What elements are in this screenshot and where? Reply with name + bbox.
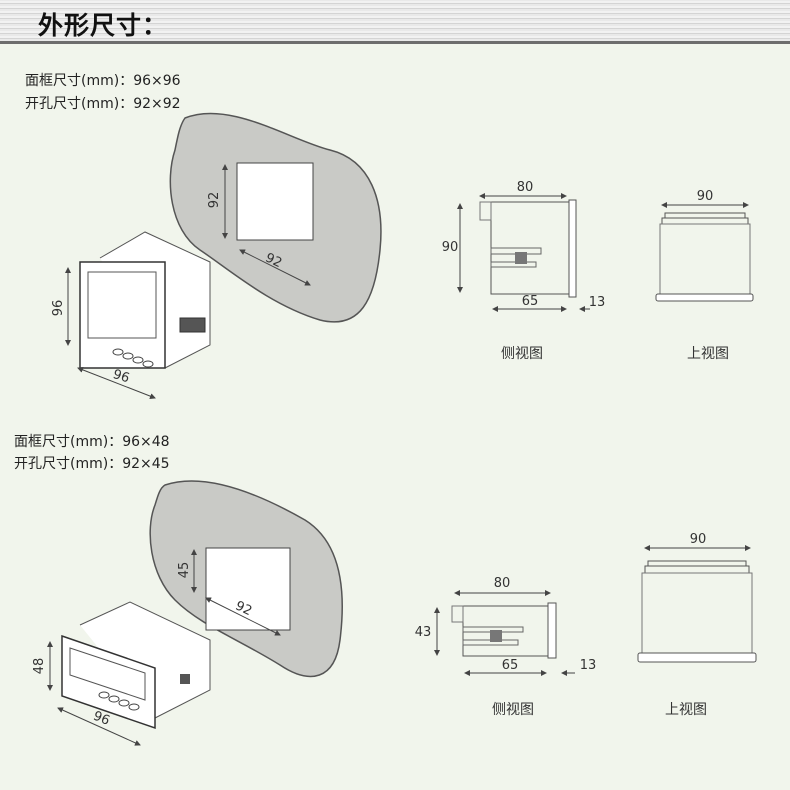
frame-size-spec-1: 面框尺寸(mm)：96×96 [25,73,181,89]
side-height-label-2: 43 [415,625,432,640]
side-front-label-1: 13 [589,295,606,310]
cutout-width-label-2: 92 [233,599,254,620]
meter-front-drawing-2: 48 96 [32,601,211,746]
front-height-label-2: 48 [32,658,47,675]
side-length-label-2: 80 [494,576,511,591]
top-view-drawing-1: 90 上视图 [655,189,754,362]
front-width-label-1: 96 [111,367,131,386]
top-view-caption-1: 上视图 [687,346,729,362]
cutout-size-spec-1: 开孔尺寸(mm)：92×92 [25,96,181,112]
top-width-label-2: 90 [690,532,707,547]
top-view-drawing-2: 90 上视图 [637,532,757,718]
panel-cutout-drawing-2: 45 92 [149,480,344,678]
front-height-label-1: 96 [51,300,66,317]
side-view-caption-1: 侧视图 [501,346,543,362]
side-front-label-2: 13 [580,658,597,673]
side-height-label-1: 90 [442,240,459,255]
cutout-size-spec-2: 开孔尺寸(mm)：92×45 [14,456,170,472]
cutout-height-label-1: 92 [207,192,222,209]
cutout-width-label-1: 92 [263,251,284,272]
top-width-label-1: 90 [697,189,714,204]
side-view-drawing-1: 80 90 65 13 侧视图 [442,180,606,362]
front-width-label-2: 96 [91,709,112,729]
side-view-caption-2: 侧视图 [492,702,534,718]
panel-cutout-drawing-1: 92 92 [169,112,382,323]
side-view-drawing-2: 80 43 65 13 侧视图 [415,576,597,718]
cutout-height-label-2: 45 [177,562,192,579]
frame-size-spec-2: 面框尺寸(mm)：96×48 [14,434,170,450]
top-view-caption-2: 上视图 [665,702,707,718]
side-body-label-1: 65 [522,294,539,309]
section-header: 外形尺寸： [0,0,790,44]
side-length-label-1: 80 [517,180,534,195]
side-body-label-2: 65 [502,658,519,673]
section-title: 外形尺寸： [38,11,169,40]
meter-front-drawing-1: 96 96 [51,231,211,399]
